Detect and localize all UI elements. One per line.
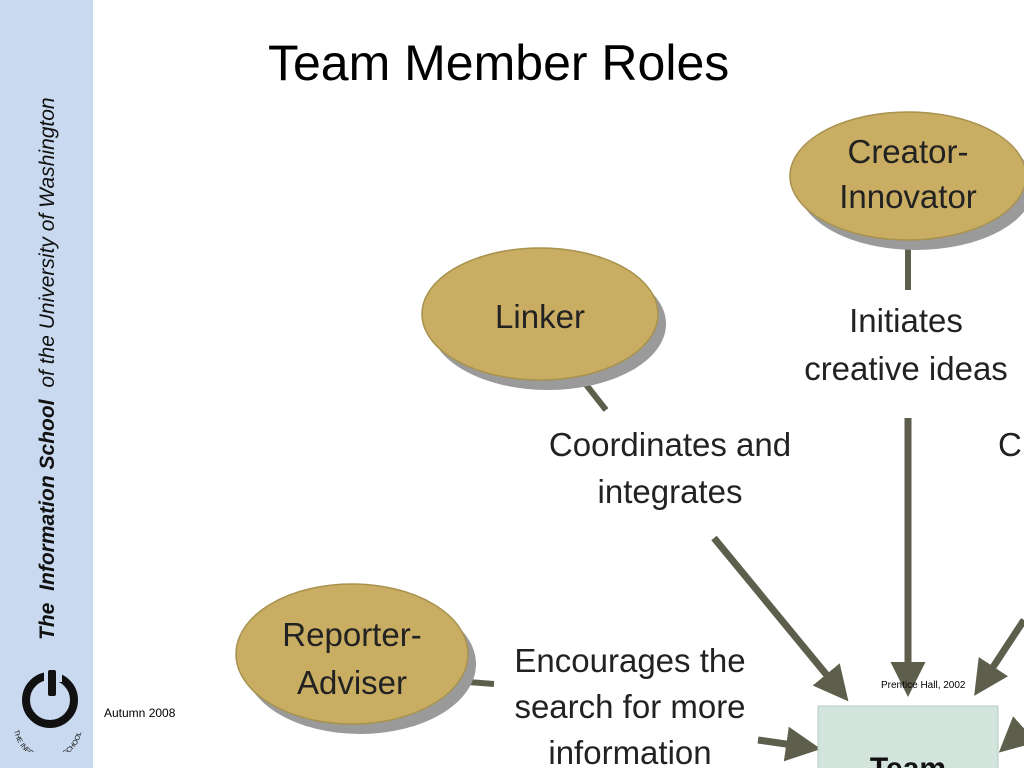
- logo-bar-icon: [48, 670, 56, 696]
- node-linker: Linker: [421, 247, 666, 390]
- linker-arrow: [711, 535, 849, 702]
- svg-text:The Information School: The Information School of the University…: [36, 97, 59, 640]
- reporter-desc-line1: Encourages the: [514, 642, 745, 679]
- linker-label: Linker: [495, 298, 585, 335]
- vertical-text-university: of the University of Washington: [36, 97, 59, 387]
- reporter-label-line1: Reporter-: [282, 616, 421, 653]
- source-credit: Prentice Hall, 2002: [881, 680, 966, 691]
- footer-date: Autumn 2008: [104, 706, 176, 720]
- creator-desc-line1: Initiates: [849, 302, 963, 339]
- team-label: Team: [870, 752, 946, 768]
- vertical-text-the: The: [36, 602, 59, 640]
- university-vertical-text: The Information School of the University…: [36, 97, 59, 640]
- reporter-arrow: [757, 726, 821, 762]
- linker-connector: [581, 380, 609, 412]
- creator-desc-line2: creative ideas: [804, 350, 1008, 387]
- reporter-label-line2: Adviser: [297, 664, 407, 701]
- reporter-connector: [467, 679, 495, 687]
- information-school-logo: THE INFORMATION SCHOOL: [12, 668, 83, 752]
- partial-right-desc: Cl: [998, 426, 1024, 463]
- linker-desc-line1: Coordinates and: [549, 426, 791, 463]
- right-arrow: [974, 618, 1024, 696]
- node-team: Team: [817, 705, 999, 768]
- slide-title: Team Member Roles: [268, 35, 730, 91]
- node-creator-innovator: Creator- Innovator: [789, 111, 1024, 250]
- creator-label-line2: Innovator: [839, 178, 977, 215]
- sidebar: The Information School of the University…: [0, 0, 93, 768]
- reporter-desc-line2: search for more: [514, 688, 745, 725]
- linker-desc-line2: integrates: [598, 473, 743, 510]
- vertical-text-school: Information School: [36, 398, 59, 590]
- creator-label-line1: Creator-: [847, 133, 968, 170]
- node-reporter-adviser: Reporter- Adviser: [235, 583, 476, 734]
- reporter-desc-line3: information: [548, 734, 711, 768]
- right-lower-arrow: [998, 716, 1024, 753]
